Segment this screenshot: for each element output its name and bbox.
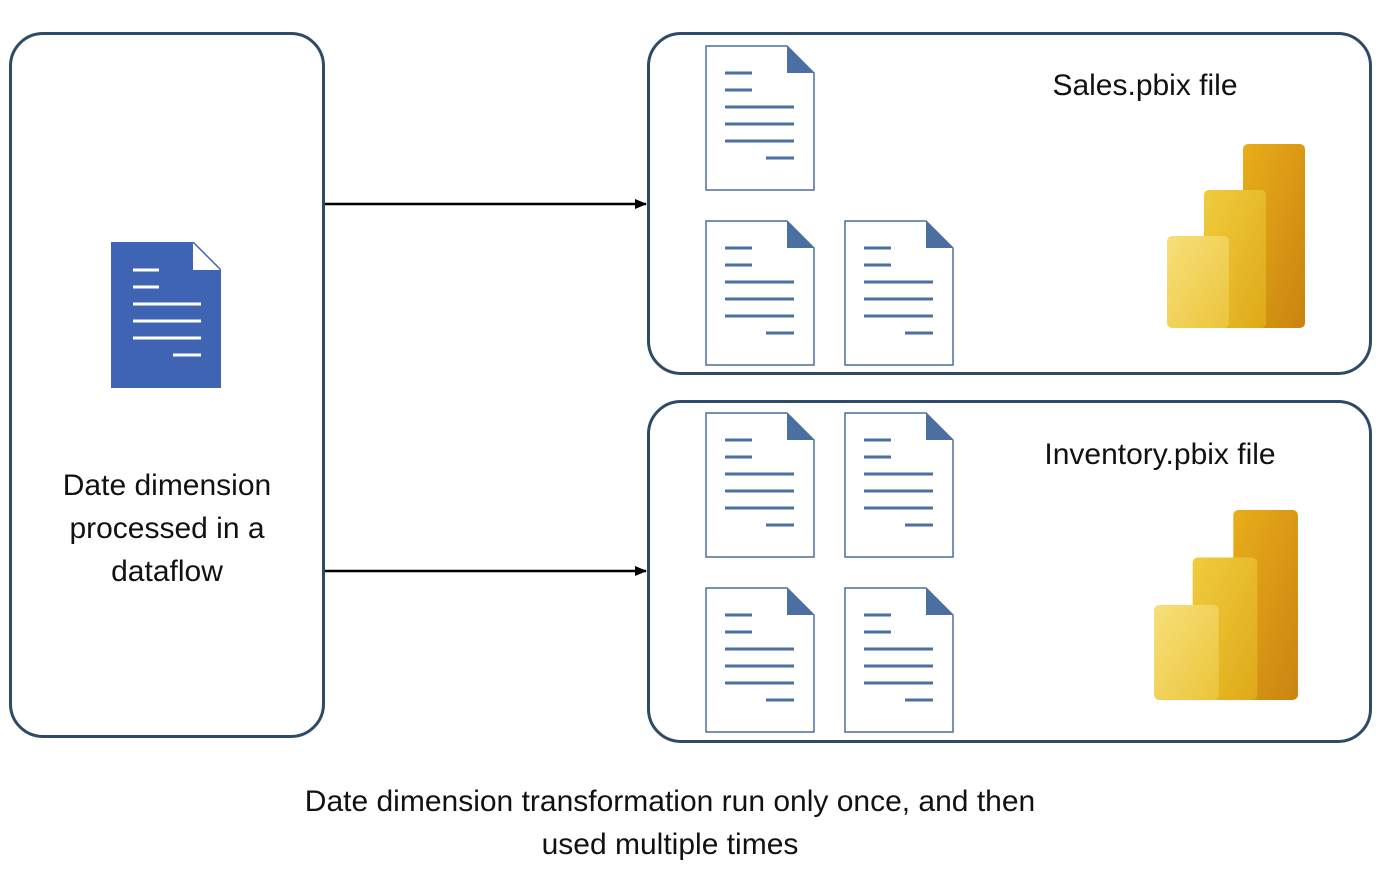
diagram-caption: Date dimension transformation run only o…: [304, 785, 1036, 861]
dataflow-document-icon: [111, 242, 221, 388]
sales-pbix-title: Sales.pbix file: [1052, 69, 1238, 102]
dataflow-label: Date dimension processed in a dataflow: [62, 469, 272, 588]
inventory-pbix-title: Inventory.pbix file: [1044, 438, 1276, 471]
